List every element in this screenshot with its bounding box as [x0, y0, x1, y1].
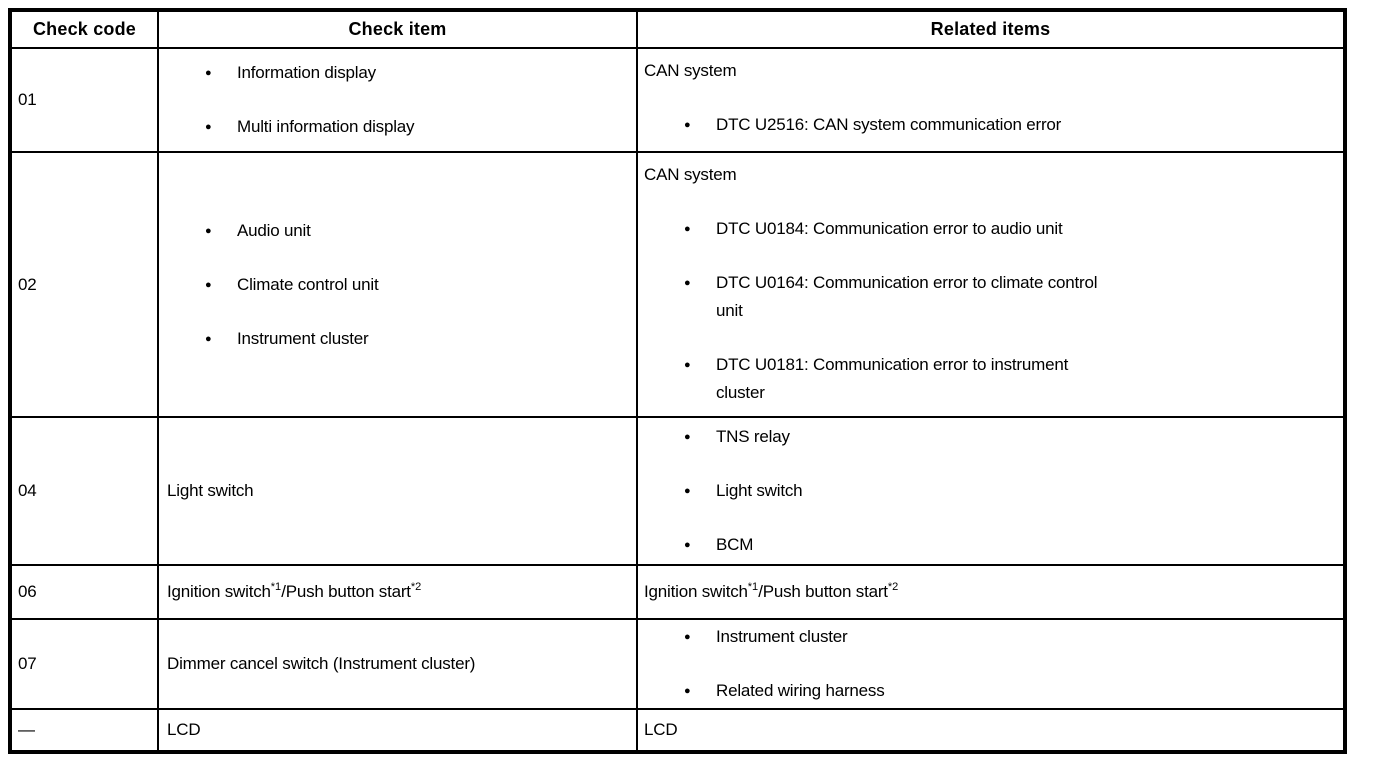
related-items-cell: ● TNS relay ● Light switch ● BCM [636, 416, 1346, 566]
superscript-ref: *1 [270, 581, 282, 593]
table-row: 04 Light switch ● TNS relay ● Light swit… [9, 416, 1346, 566]
bullet-text: DTC U0184: Communication error to audio … [716, 219, 1063, 238]
check-item-text: Ignition switch*1/Push button start*2 [159, 578, 636, 606]
check-item-cell: ● Information display ● Multi informatio… [157, 47, 638, 153]
check-code-value: 04 [9, 416, 159, 566]
bullet-icon: ● [684, 431, 691, 443]
related-intro-text: CAN system [644, 61, 737, 80]
bullet-item: ● Related wiring harness [638, 677, 1343, 705]
bullet-icon: ● [205, 224, 212, 237]
bullet-icon: ● [684, 685, 691, 697]
table-row: 07 Dimmer cancel switch (Instrument clus… [9, 618, 1346, 710]
check-code-value: 02 [9, 151, 159, 418]
check-item-text: Light switch [167, 481, 254, 500]
related-items-cell: CAN system ● DTC U0184: Communication er… [636, 151, 1346, 418]
bullet-text: Instrument cluster [237, 328, 369, 348]
bullet-icon: ● [684, 277, 691, 289]
bullet-text: Multi information display [237, 117, 415, 136]
part-text: /Push button start [758, 582, 888, 601]
bullet-item: ● BCM [638, 531, 1343, 559]
table-row: 02 ● Audio unit ● Climate control unit ● [9, 151, 1346, 418]
bullet-icon: ● [684, 223, 691, 235]
bullet-icon: ● [205, 121, 212, 133]
bullet-item: ● Audio unit [159, 217, 636, 245]
bullet-item: ● Instrument cluster [159, 325, 636, 353]
check-item-text: LCD [167, 720, 201, 739]
bullet-icon: ● [684, 485, 691, 497]
table-row: — LCD LCD [9, 708, 1346, 753]
header-check-code: Check code [9, 9, 159, 49]
bullet-icon: ● [205, 278, 212, 291]
check-item-cell: Dimmer cancel switch (Instrument cluster… [157, 618, 638, 710]
check-code-table: Check code Check item Related items 01 ●… [8, 8, 1347, 754]
check-code-value: 01 [9, 47, 159, 153]
bullet-text: Light switch [716, 481, 803, 500]
bullet-item: ● DTC U0184: Communication error to audi… [638, 215, 1343, 243]
check-item-cell: ● Audio unit ● Climate control unit ● In… [157, 151, 638, 418]
bullet-item: ● Instrument cluster [638, 623, 1343, 651]
bullet-icon: ● [684, 119, 691, 131]
bullet-text: Instrument cluster [716, 627, 848, 646]
bullet-text: DTC U2516: CAN system communication erro… [716, 115, 1062, 134]
check-code-value: 07 [9, 618, 159, 710]
related-items-cell: ● Instrument cluster ● Related wiring ha… [636, 618, 1346, 710]
check-item-cell: LCD [157, 708, 638, 753]
related-intro-text: CAN system [644, 165, 737, 184]
bullet-item: ● Light switch [638, 477, 1343, 505]
related-items-cell: Ignition switch*1/Push button start*2 [636, 564, 1346, 620]
table-row: 01 ● Information display ● Multi informa… [9, 47, 1346, 153]
check-item-text: Dimmer cancel switch (Instrument cluster… [167, 654, 476, 673]
part-text: Ignition switch [644, 582, 748, 601]
bullet-icon: ● [684, 631, 691, 643]
bullet-item: ● Information display [159, 59, 636, 87]
related-items-cell: LCD [636, 708, 1346, 753]
related-items-text: Ignition switch*1/Push button start*2 [638, 578, 1343, 606]
bullet-icon: ● [684, 539, 691, 551]
superscript-ref: *2 [887, 581, 899, 593]
bullet-text: DTC U0181: Communication error to instru… [716, 355, 1069, 402]
part-text: Ignition switch [167, 582, 271, 601]
table-header-row: Check code Check item Related items [9, 9, 1346, 49]
document-page: Check code Check item Related items 01 ●… [0, 8, 1376, 754]
bullet-text: TNS relay [716, 427, 790, 446]
bullet-text: Climate control unit [237, 274, 379, 294]
superscript-ref: *1 [747, 581, 759, 593]
check-item-cell: Light switch [157, 416, 638, 566]
bullet-text: Audio unit [237, 220, 311, 240]
bullet-text: BCM [716, 535, 754, 554]
bullet-item: ● DTC U0181: Communication error to inst… [638, 351, 1343, 407]
related-items-text: LCD [644, 720, 678, 739]
bullet-item: ● DTC U0164: Communication error to clim… [638, 269, 1343, 325]
bullet-icon: ● [684, 359, 691, 371]
check-code-value: 06 [9, 564, 159, 620]
bullet-item: ● Multi information display [159, 113, 636, 141]
bullet-text: Related wiring harness [716, 681, 885, 700]
header-check-item: Check item [157, 9, 638, 49]
bullet-text: DTC U0164: Communication error to climat… [716, 273, 1098, 320]
check-item-cell: Ignition switch*1/Push button start*2 [157, 564, 638, 620]
bullet-item: ● Climate control unit [159, 271, 636, 299]
table-row: 06 Ignition switch*1/Push button start*2… [9, 564, 1346, 620]
part-text: /Push button start [281, 582, 411, 601]
related-items-cell: CAN system ● DTC U2516: CAN system commu… [636, 47, 1346, 153]
header-related-items: Related items [636, 9, 1346, 49]
check-code-value: — [9, 708, 159, 753]
bullet-icon: ● [205, 67, 212, 79]
bullet-item: ● DTC U2516: CAN system communication er… [638, 111, 1343, 139]
superscript-ref: *2 [410, 581, 422, 593]
bullet-icon: ● [205, 332, 212, 345]
bullet-item: ● TNS relay [638, 423, 1343, 451]
bullet-text: Information display [237, 63, 376, 82]
